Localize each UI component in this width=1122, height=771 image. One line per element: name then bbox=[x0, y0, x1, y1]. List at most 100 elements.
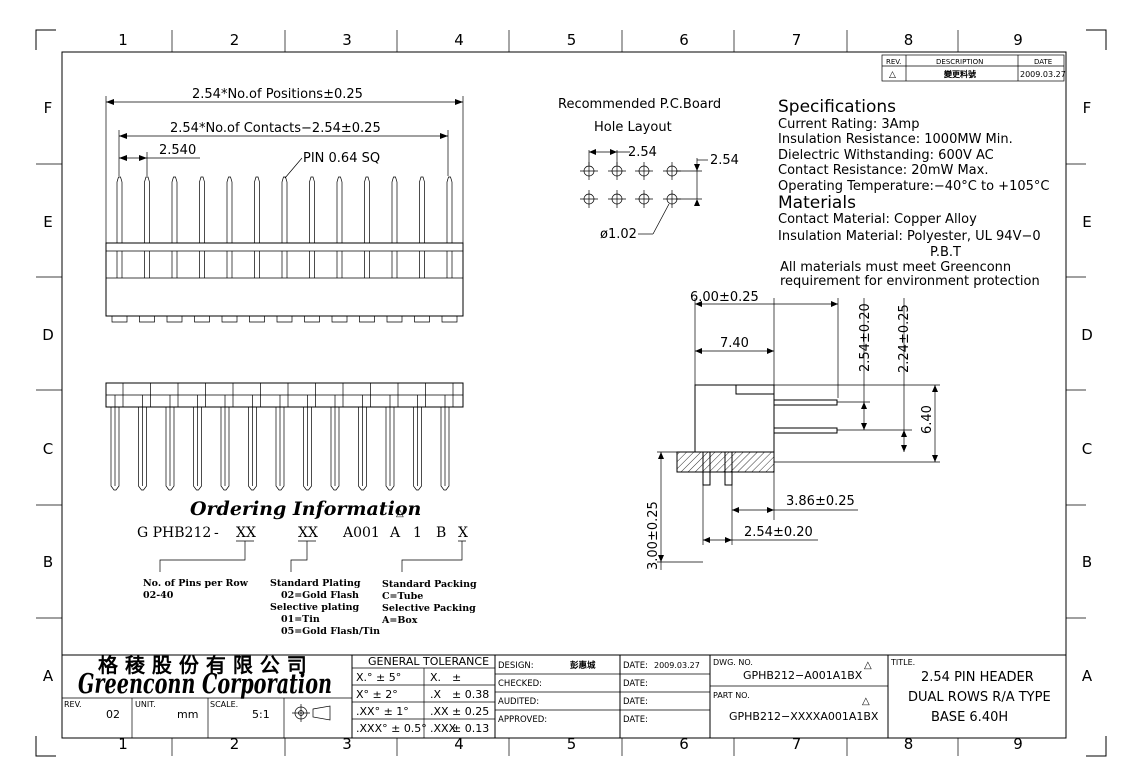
grid-ticks bbox=[36, 30, 1086, 756]
title-line-2: DUAL ROWS R/A TYPE bbox=[908, 690, 1051, 705]
scale-value: 5:1 bbox=[252, 708, 270, 721]
pin bbox=[116, 176, 123, 244]
part-rev-triangle: △ bbox=[862, 696, 870, 707]
col-label: 8 bbox=[904, 31, 914, 49]
spec-line-4: Contact Resistance: 20mW Max. bbox=[778, 163, 988, 178]
row-label: F bbox=[1083, 99, 1092, 117]
code-a001: A001 bbox=[342, 525, 380, 541]
rev-description: 變更料號 bbox=[943, 69, 976, 79]
tolerance-cell: X. bbox=[430, 671, 441, 684]
code-b: B bbox=[436, 525, 446, 541]
code-prefix: G PHB212 bbox=[137, 525, 211, 541]
approval-label: DESIGN: bbox=[498, 661, 534, 671]
note-packing-3: Selective Packing bbox=[382, 603, 476, 614]
dim-d3: 2.54±0.20 bbox=[858, 303, 873, 372]
pin bbox=[336, 176, 343, 244]
dwg-rev-triangle: △ bbox=[864, 660, 872, 671]
pin-label: PIN 0.64 SQ bbox=[303, 151, 380, 166]
note-packing-1: Standard Packing bbox=[382, 579, 477, 590]
rev-header: REV. bbox=[886, 58, 901, 66]
row-label: C bbox=[1082, 440, 1092, 458]
pin bbox=[309, 176, 315, 244]
tolerance-rows: X.° ± 5°X.±X° ± 2°.X± 0.38.XX° ± 1°.XX± … bbox=[356, 671, 489, 735]
spec-line-2: Insulation Resistance: 1000MW Min. bbox=[778, 132, 1013, 147]
row-label: F bbox=[44, 99, 53, 117]
mat-line-4: All materials must meet Greenconn bbox=[780, 260, 1011, 275]
unit-label: UNIT. bbox=[135, 700, 156, 709]
title-block: 格 稜 股 份 有 限 公 司 Greenconn Corporation RE… bbox=[62, 653, 1066, 738]
dim-d5: 6.40 bbox=[920, 405, 935, 434]
note-pins-1: No. of Pins per Row bbox=[143, 578, 249, 589]
pcb-title-2: Hole Layout bbox=[594, 120, 672, 135]
col-label: 1 bbox=[118, 735, 128, 753]
front-pin bbox=[440, 407, 450, 491]
mat-line-5: requirement for environment protection bbox=[780, 274, 1040, 289]
rev-triangle: △ bbox=[889, 70, 896, 80]
col-label: 5 bbox=[567, 31, 577, 49]
note-plating-1: Standard Plating bbox=[270, 578, 361, 589]
tolerance-cell: .XX bbox=[430, 705, 449, 718]
col-label: 6 bbox=[679, 31, 689, 49]
front-pin bbox=[385, 407, 395, 491]
body-notch bbox=[249, 316, 265, 323]
front-pin bbox=[275, 407, 285, 491]
row-label: E bbox=[1082, 213, 1091, 231]
tolerance-cell: X.° ± 5° bbox=[356, 671, 401, 684]
tolerance-title: GENERAL TOLERANCE bbox=[368, 655, 489, 668]
row-label: B bbox=[43, 553, 53, 571]
pin bbox=[199, 176, 205, 244]
front-pin bbox=[110, 407, 120, 491]
tolerance-cell: ± 0.38 bbox=[452, 688, 489, 701]
sheet-corners bbox=[35, 29, 1107, 757]
body-notch bbox=[166, 316, 183, 323]
col-label: 1 bbox=[118, 31, 128, 49]
pcb-dim-h: 2.54 bbox=[628, 145, 657, 160]
row-label: B bbox=[1082, 553, 1092, 571]
col-label: 4 bbox=[454, 735, 464, 753]
col-label: 8 bbox=[904, 735, 914, 753]
approval-name: 彭惠城 bbox=[570, 660, 596, 671]
front-pins bbox=[110, 383, 454, 491]
company-name-cn: 格 稜 股 份 有 限 公 司 bbox=[98, 653, 307, 677]
body-notch bbox=[139, 316, 155, 323]
inner-frame bbox=[61, 51, 1067, 739]
spec-line-3: Dielectric Withstanding: 600V AC bbox=[778, 148, 994, 163]
tolerance-cell: .XXX bbox=[430, 722, 457, 735]
approval-date-label: DATE: bbox=[623, 697, 648, 707]
body-notch bbox=[304, 316, 320, 323]
projection-symbol bbox=[292, 704, 331, 722]
top-view: 2.54*No.of Positions±0.25 2.54*No.of Con… bbox=[105, 87, 464, 323]
pin bbox=[281, 176, 288, 244]
mat-line-1: Contact Material: Copper Alloy bbox=[778, 212, 977, 227]
revision-table: REV. DESCRIPTION DATE △ 變更料號 2009.03.27 bbox=[881, 54, 1066, 82]
row-label: A bbox=[43, 667, 54, 685]
approval-label: CHECKED: bbox=[498, 679, 542, 689]
approval-date: 2009.03.27 bbox=[654, 661, 700, 670]
dwg-number: GPHB212−A001A1BX bbox=[743, 669, 863, 682]
approval-date-label: DATE: bbox=[623, 679, 648, 689]
front-pin bbox=[248, 407, 257, 491]
dim-d6: 3.86±0.25 bbox=[786, 494, 855, 509]
specifications: Specifications Current Rating: 3Amp Insu… bbox=[778, 97, 1049, 289]
front-pin bbox=[413, 407, 422, 491]
body-notch bbox=[441, 316, 458, 323]
dim-pitch-label: 2.540 bbox=[159, 143, 196, 158]
rev-label: REV. bbox=[64, 700, 82, 709]
row-label: A bbox=[1082, 667, 1093, 685]
rev-value: 02 bbox=[106, 708, 120, 721]
pin bbox=[419, 176, 425, 244]
pcb-title-1: Recommended P.C.Board bbox=[558, 97, 721, 112]
body-notch bbox=[111, 316, 128, 323]
front-view bbox=[105, 382, 464, 491]
front-pin bbox=[193, 407, 202, 491]
note-plating-2: 02=Gold Flash bbox=[281, 590, 359, 601]
col-label: 3 bbox=[342, 735, 352, 753]
col-label: 6 bbox=[679, 735, 689, 753]
col-label: 3 bbox=[342, 31, 352, 49]
title-label: TITLE. bbox=[890, 658, 915, 667]
body-notch bbox=[194, 316, 210, 323]
body-notch bbox=[331, 316, 348, 323]
dim-positions-label: 2.54*No.of Positions±0.25 bbox=[192, 87, 363, 102]
